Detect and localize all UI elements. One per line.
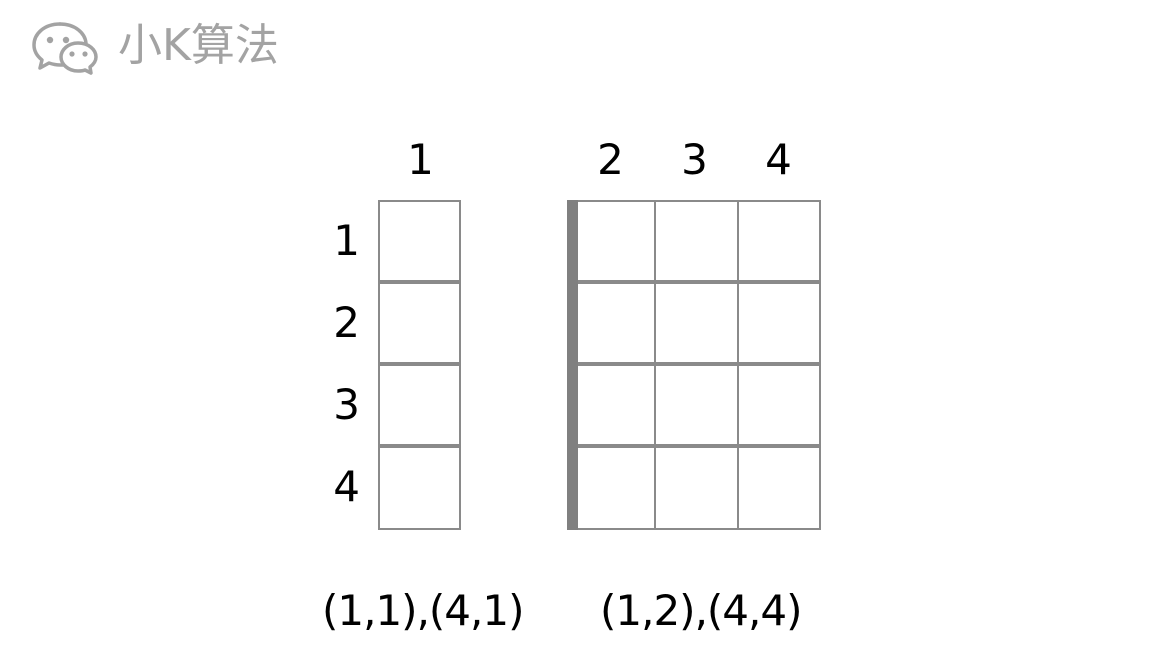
grid-cell (737, 282, 821, 364)
wechat-icon (32, 22, 98, 75)
grid-cell (737, 446, 821, 530)
grid-cell (737, 364, 821, 446)
grid-cell (571, 364, 656, 446)
row-label: 3 (333, 380, 360, 429)
grid-cell (571, 282, 656, 364)
right-column-label: 4 (765, 135, 792, 184)
right-column-label: 3 (681, 135, 708, 184)
grid-cell (378, 200, 461, 282)
grid-cell (654, 200, 739, 282)
grid-cell (571, 446, 656, 530)
grid-cell (654, 364, 739, 446)
row-label: 1 (333, 216, 360, 265)
left-range-caption: (1,1),(4,1) (322, 586, 524, 635)
grid-cell (571, 200, 656, 282)
grid-cell (378, 282, 461, 364)
split-divider (567, 200, 578, 530)
left-column-label: 1 (407, 135, 434, 184)
logo: 小K算法 (30, 16, 279, 76)
right-column-label: 2 (597, 135, 624, 184)
logo-text: 小K算法 (118, 20, 279, 71)
grid-cell (378, 446, 461, 530)
row-label: 2 (333, 298, 360, 347)
right-range-caption: (1,2),(4,4) (600, 586, 802, 635)
grid-cell (654, 446, 739, 530)
row-label: 4 (333, 462, 360, 511)
grid-cell (654, 282, 739, 364)
grid-cell (737, 200, 821, 282)
grid-cell (378, 364, 461, 446)
